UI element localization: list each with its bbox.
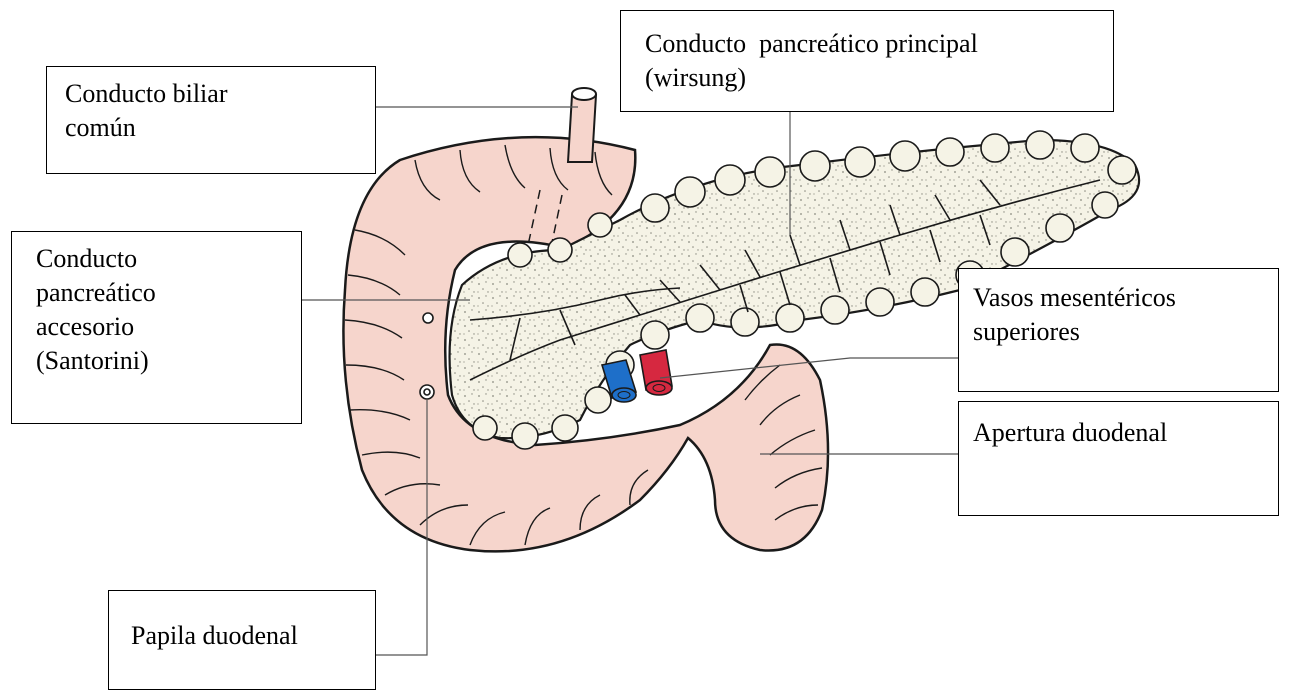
label-papila-duodenal: Papila duodenal — [108, 590, 376, 690]
label-conducto-biliar-comun: Conducto biliar común — [46, 66, 376, 174]
label-line: Papila duodenal — [131, 619, 357, 653]
label-conducto-pancreatico-principal: Conducto pancreático principal (wirsung) — [620, 10, 1114, 112]
label-conducto-pancreatico-accesorio: Conducto pancreático accesorio (Santorin… — [11, 231, 302, 424]
label-line: Conducto — [36, 242, 283, 276]
label-line: (wirsung) — [645, 61, 1095, 95]
label-line: Conducto biliar — [65, 77, 357, 111]
label-line: Vasos mesentéricos — [973, 281, 1260, 315]
label-line: superiores — [973, 315, 1260, 349]
label-apertura-duodenal: Apertura duodenal — [958, 401, 1279, 516]
label-line: Apertura duodenal — [973, 416, 1260, 450]
label-line: accesorio — [36, 310, 283, 344]
label-vasos-mesentericos: Vasos mesentéricos superiores — [958, 268, 1279, 392]
label-line: común — [65, 111, 357, 145]
label-line: Conducto pancreático principal — [645, 27, 1095, 61]
label-line: (Santorini) — [36, 344, 283, 378]
label-line: pancreático — [36, 276, 283, 310]
